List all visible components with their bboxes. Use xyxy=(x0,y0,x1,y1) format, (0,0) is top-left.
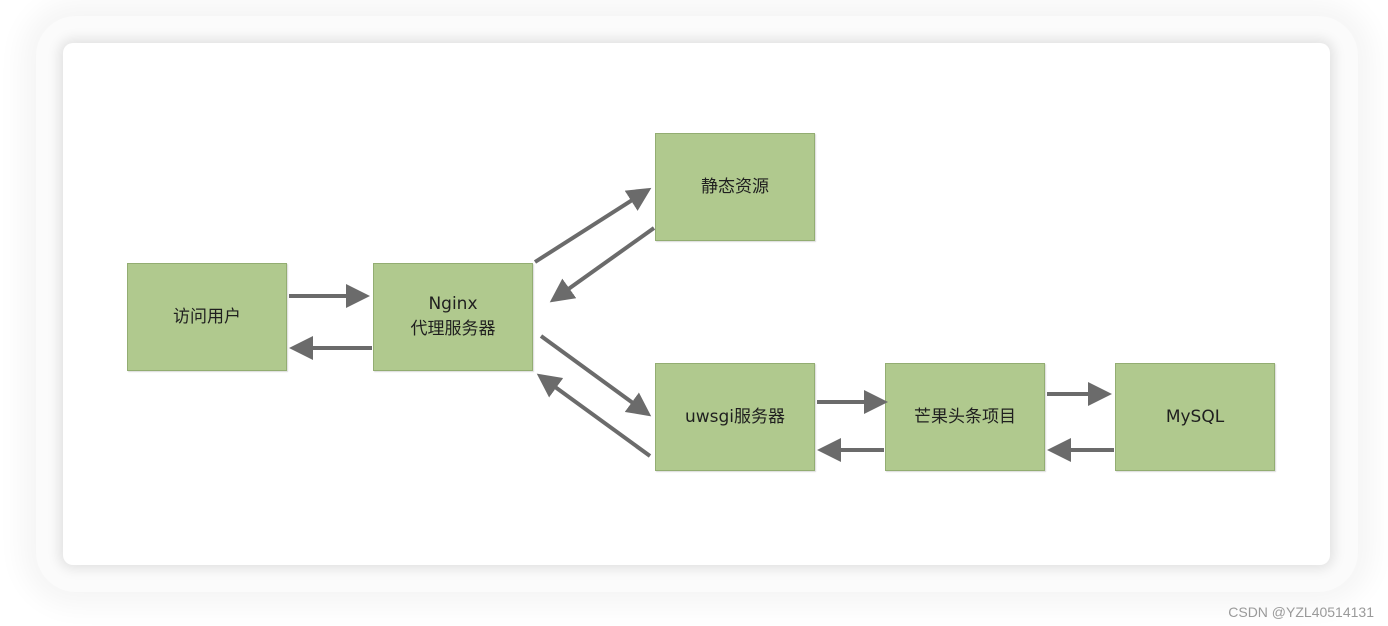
node-uwsgi-label: uwsgi服务器 xyxy=(684,406,786,427)
node-mysql-label: MySQL xyxy=(1165,406,1225,427)
node-static-resources: 静态资源 xyxy=(655,133,815,241)
node-visitor: 访问用户 xyxy=(127,263,287,371)
watermark: CSDN @YZL40514131 xyxy=(1228,604,1374,620)
node-visitor-label: 访问用户 xyxy=(173,306,241,327)
node-nginx-label: Nginx 代理服务器 xyxy=(410,294,496,339)
node-uwsgi-server: uwsgi服务器 xyxy=(655,363,815,471)
node-project: 芒果头条项目 xyxy=(885,363,1045,471)
node-nginx-proxy: Nginx 代理服务器 xyxy=(373,263,533,371)
node-static-label: 静态资源 xyxy=(701,176,769,197)
node-mysql: MySQL xyxy=(1115,363,1275,471)
node-project-label: 芒果头条项目 xyxy=(914,406,1016,427)
